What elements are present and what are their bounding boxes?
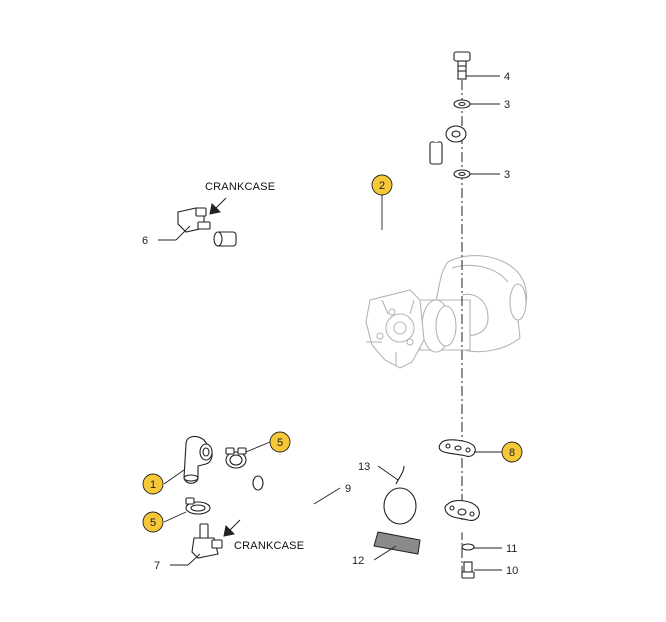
crankcase-fitting-bottom-part[interactable] <box>191 523 223 559</box>
callout-12: 12 <box>352 555 364 567</box>
crankcase-fitting-top-part[interactable] <box>177 207 211 233</box>
washer-upper-part[interactable] <box>453 99 471 109</box>
hose-clamp-lower-part[interactable] <box>185 497 211 515</box>
washer-lower-part[interactable] <box>453 169 471 179</box>
oil-return-hose-part[interactable] <box>252 475 468 555</box>
callout-9: 9 <box>345 483 351 495</box>
svg-text:5: 5 <box>150 517 156 529</box>
washer-11-part[interactable] <box>461 543 475 551</box>
svg-text:2: 2 <box>379 180 385 192</box>
callout-11: 11 <box>506 543 517 555</box>
hose-clamp-upper-part[interactable] <box>225 447 247 469</box>
bubble-8: 8 <box>501 441 523 463</box>
callout-7: 7 <box>154 560 160 572</box>
bubble-5-upper: 5 <box>269 431 291 453</box>
crankcase-label-bottom: CRANKCASE <box>234 540 304 552</box>
callout-13: 13 <box>358 461 370 473</box>
bubble-1: 1 <box>142 473 164 495</box>
bubble-2: 2 <box>371 174 393 196</box>
banjo-bolt-part[interactable] <box>453 51 471 80</box>
callout-3-lower: 3 <box>504 169 510 181</box>
svg-text:5: 5 <box>277 437 283 449</box>
bubble-5-lower: 5 <box>142 511 164 533</box>
callout-6: 6 <box>142 235 148 247</box>
svg-text:1: 1 <box>150 479 156 491</box>
flange-gasket-part[interactable] <box>438 439 476 457</box>
crankcase-arrow-bottom-icon <box>223 519 241 537</box>
svg-text:8: 8 <box>509 447 515 459</box>
elbow-fitting-part[interactable] <box>183 435 213 484</box>
turbocharger-ghost <box>365 255 528 369</box>
callout-4: 4 <box>504 71 510 83</box>
callout-3-upper: 3 <box>504 99 510 111</box>
return-flange-part[interactable] <box>444 499 480 521</box>
spring-clamp-part[interactable] <box>383 465 417 525</box>
callout-10: 10 <box>506 565 518 577</box>
oil-feed-line-part[interactable] <box>213 124 467 261</box>
crankcase-arrow-top-icon <box>209 197 227 215</box>
crankcase-label-top: CRANKCASE <box>205 181 275 193</box>
bolt-10-part[interactable] <box>461 561 475 579</box>
